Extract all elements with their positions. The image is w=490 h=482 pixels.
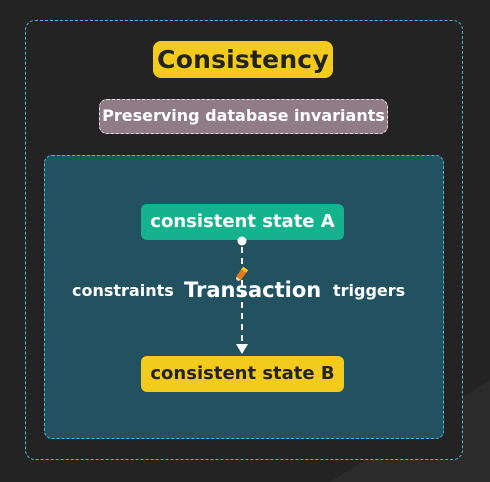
consistent-state-b-box: consistent state B: [141, 356, 344, 392]
constraints-label: constraints: [72, 281, 174, 300]
diagram-title: Consistency: [153, 41, 333, 78]
consistent-state-a-box: consistent state A: [141, 204, 344, 240]
triggers-label: triggers: [333, 281, 406, 300]
diagram-subtitle: Preserving database invariants: [99, 99, 388, 134]
transaction-label: Transaction: [184, 278, 322, 302]
pencil-icon: [236, 266, 249, 282]
